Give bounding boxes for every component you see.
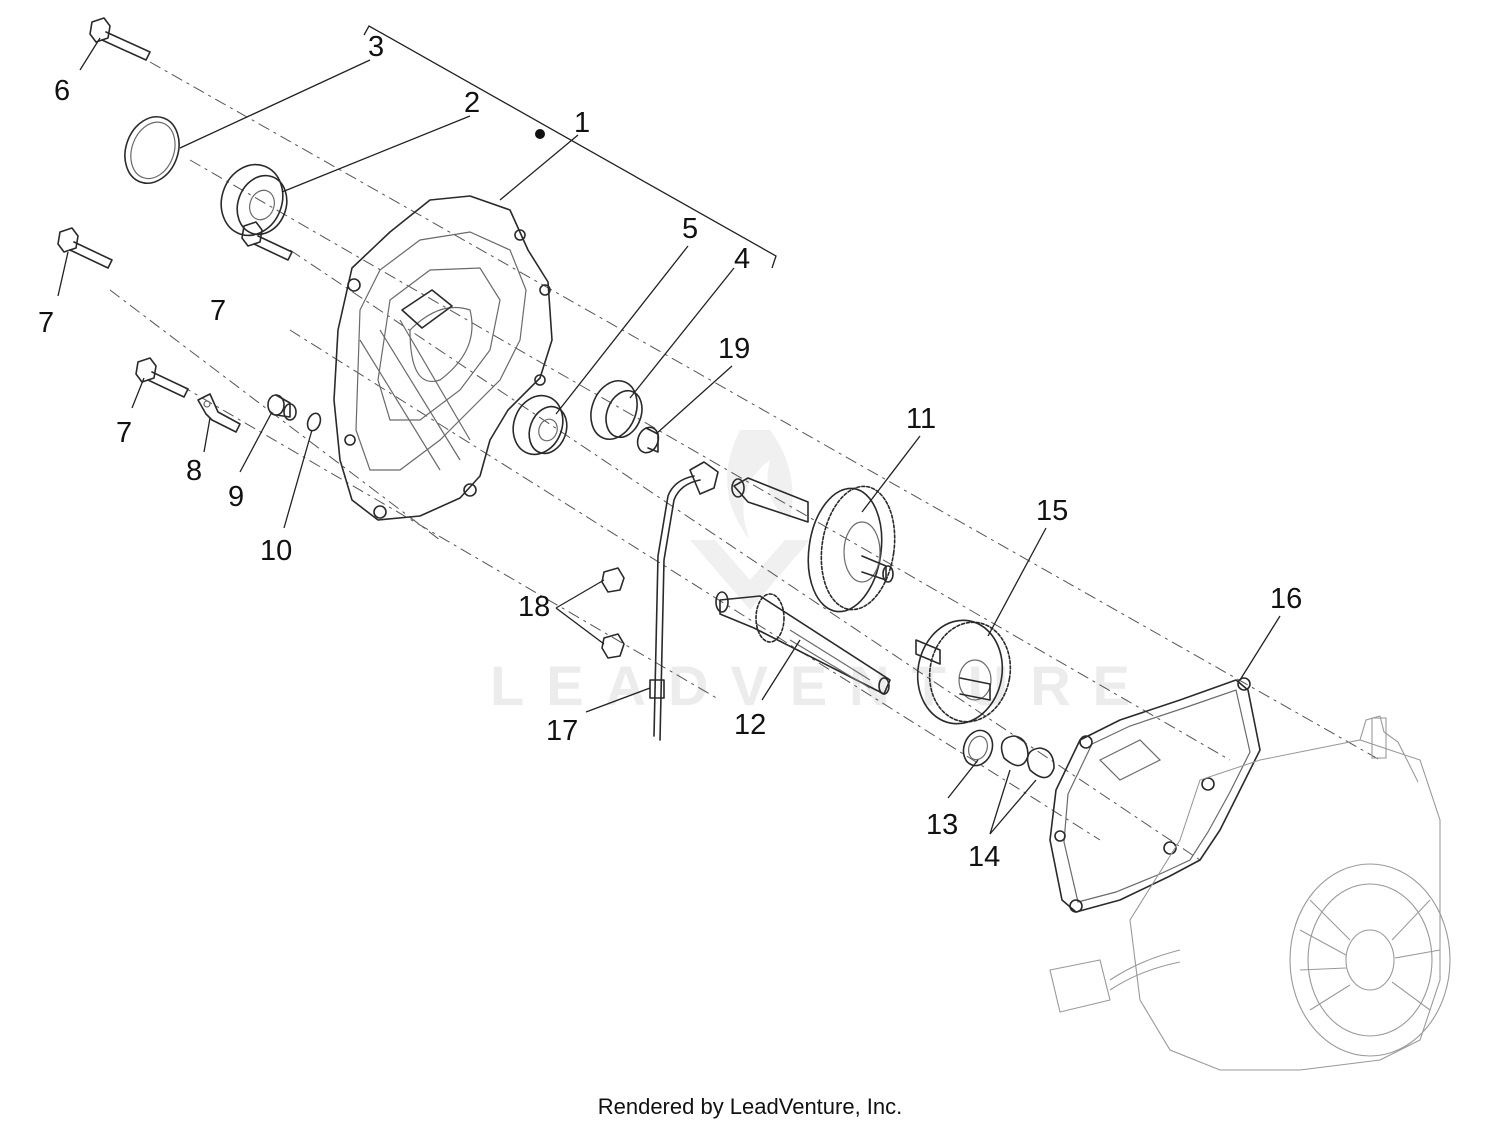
bearing-2 bbox=[220, 163, 288, 237]
footer-credit: Rendered by LeadVenture, Inc. bbox=[597, 1094, 903, 1119]
housing-cover-1 bbox=[333, 195, 553, 521]
assembly-dot bbox=[535, 129, 545, 139]
bolt-7-middle bbox=[241, 221, 293, 261]
callout-18: 18 bbox=[518, 591, 550, 623]
callout-6: 6 bbox=[54, 75, 70, 107]
watermark: LEADVENTURE bbox=[490, 430, 1152, 717]
callout-15: 15 bbox=[1036, 495, 1068, 527]
bushing-19 bbox=[636, 426, 660, 454]
callout-9: 9 bbox=[228, 481, 244, 513]
callout-12: 12 bbox=[734, 709, 766, 741]
bracket-8 bbox=[197, 393, 241, 433]
clip-18-upper bbox=[601, 567, 625, 593]
callout-7-lower: 7 bbox=[116, 417, 132, 449]
sensor-cable-17 bbox=[649, 461, 719, 741]
callout-7-upper: 7 bbox=[38, 307, 54, 339]
shim-14-b bbox=[1026, 747, 1055, 779]
callout-labels: 1 2 3 4 5 6 7 7 7 8 9 10 11 12 13 14 15 … bbox=[38, 31, 1302, 873]
bolt-7-lower bbox=[135, 357, 189, 398]
callout-5: 5 bbox=[682, 213, 698, 245]
callout-2: 2 bbox=[464, 87, 480, 119]
callout-14: 14 bbox=[968, 841, 1000, 873]
snap-ring-3 bbox=[124, 116, 180, 184]
callout-13: 13 bbox=[926, 809, 958, 841]
bearing-5 bbox=[512, 394, 568, 456]
washer-10 bbox=[306, 412, 322, 432]
callout-17: 17 bbox=[546, 715, 578, 747]
pin-9 bbox=[267, 394, 297, 421]
bolt-6 bbox=[89, 17, 151, 61]
assembly-bracket bbox=[363, 25, 777, 269]
callout-19: 19 bbox=[718, 333, 750, 365]
gear-shaft-11 bbox=[731, 477, 896, 613]
oil-seal-4 bbox=[590, 380, 643, 440]
gasket-16 bbox=[1049, 677, 1261, 913]
gear-15 bbox=[915, 619, 1012, 725]
shim-14-a bbox=[1000, 735, 1029, 767]
watermark-text: LEADVENTURE bbox=[490, 654, 1152, 717]
alignment-axes bbox=[109, 61, 1381, 861]
callout-7-middle: 7 bbox=[210, 295, 226, 327]
engine-assembly bbox=[1049, 715, 1451, 1071]
callout-11: 11 bbox=[906, 403, 936, 435]
callout-4: 4 bbox=[734, 243, 750, 275]
leader-lines bbox=[57, 37, 1281, 835]
callout-10: 10 bbox=[260, 535, 292, 567]
drive-shaft-12 bbox=[715, 591, 891, 695]
callout-8: 8 bbox=[186, 455, 202, 487]
washer-13 bbox=[962, 729, 994, 767]
callout-16: 16 bbox=[1270, 583, 1302, 615]
bolt-7-upper bbox=[57, 227, 113, 269]
callout-1: 1 bbox=[574, 107, 590, 139]
clip-18-lower bbox=[601, 633, 625, 659]
callout-3: 3 bbox=[368, 31, 384, 63]
